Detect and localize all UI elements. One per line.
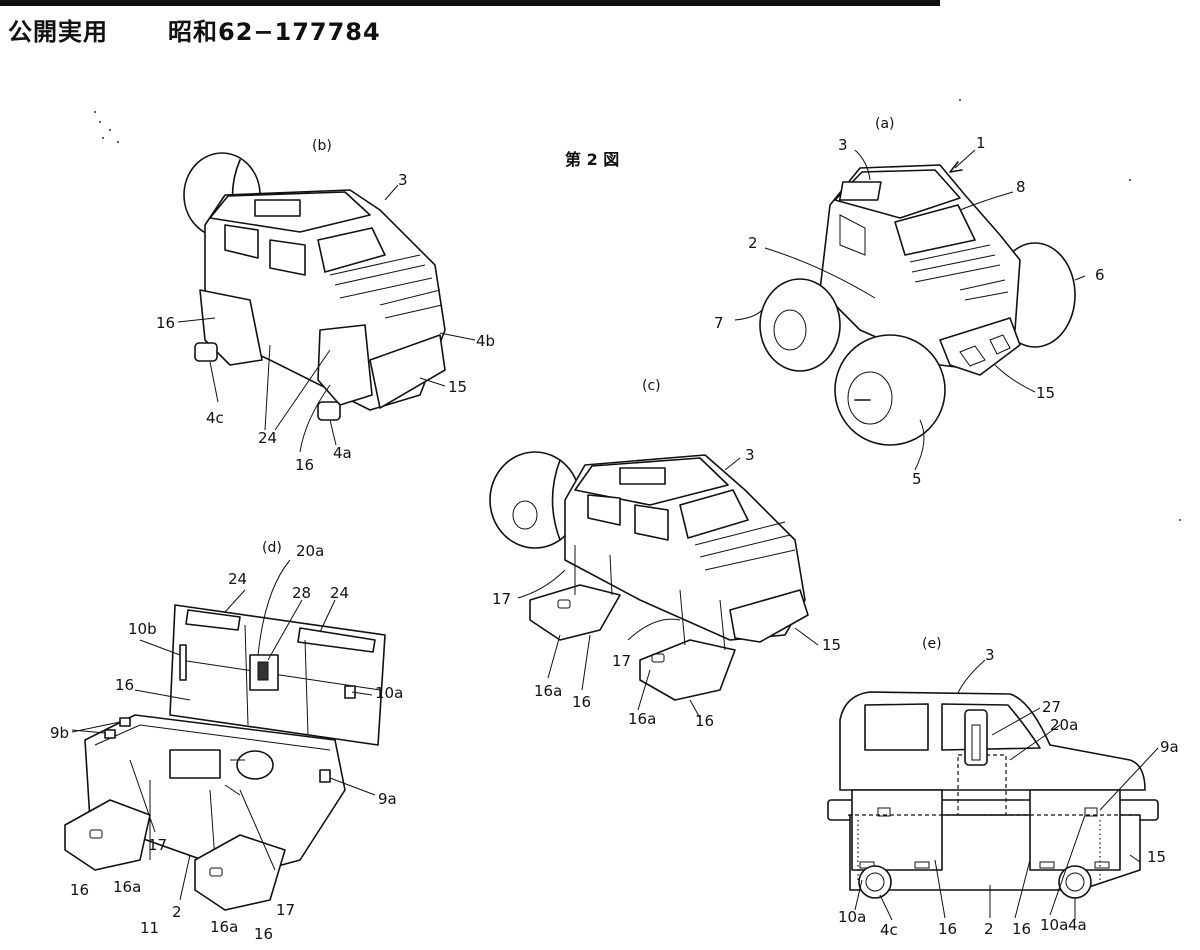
- label-a-6: 6: [1095, 266, 1105, 284]
- panel-e-side-view: [827, 659, 1159, 921]
- label-d-28: 28: [292, 584, 311, 602]
- label-a-1: 1: [976, 134, 986, 152]
- label-c-16-right: 16: [695, 712, 714, 730]
- label-c-17-mid: 17: [612, 652, 631, 670]
- label-d-16a-bottom: 16a: [210, 918, 238, 936]
- label-e-10a-right: 10a: [1040, 916, 1068, 934]
- label-c-15: 15: [822, 636, 841, 654]
- label-c-16-left: 16: [572, 693, 591, 711]
- figure-title: 第 2 図: [565, 150, 619, 169]
- label-c-17-left: 17: [492, 590, 511, 608]
- label-d-10b: 10b: [128, 620, 157, 638]
- label-b-4c: 4c: [206, 409, 224, 427]
- label-a-5: 5: [912, 470, 922, 488]
- label-b-4a: 4a: [333, 444, 352, 462]
- label-d-10a: 10a: [375, 684, 403, 702]
- panel-d-chassis: [64, 559, 386, 911]
- label-b-4b: 4b: [476, 332, 495, 350]
- panel-e-label: (e): [922, 636, 942, 652]
- panel-d-label: (d): [262, 540, 282, 556]
- label-e-2: 2: [984, 920, 994, 938]
- label-d-16-top: 16: [115, 676, 134, 694]
- label-d-17-right: 17: [276, 901, 295, 919]
- label-d-24-left: 24: [228, 570, 247, 588]
- label-d-16-bottom: 16: [254, 925, 273, 943]
- label-a-7: 7: [714, 314, 724, 332]
- label-d-9a: 9a: [378, 790, 397, 808]
- label-d-20a: 20a: [296, 542, 324, 560]
- label-b-16-bottom: 16: [295, 456, 314, 474]
- label-e-20a: 20a: [1050, 716, 1078, 734]
- label-a-3: 3: [838, 136, 848, 154]
- label-b-3: 3: [398, 171, 408, 189]
- label-d-2: 2: [172, 903, 182, 921]
- scan-specks: [94, 99, 1181, 521]
- label-d-16a-left: 16a: [113, 878, 141, 896]
- label-e-9a: 9a: [1160, 738, 1179, 756]
- label-b-16-left: 16: [156, 314, 175, 332]
- label-a-15: 15: [1036, 384, 1055, 402]
- label-e-4a: 4a: [1068, 916, 1087, 934]
- label-b-15: 15: [448, 378, 467, 396]
- panel-a-label: (a): [875, 116, 895, 132]
- label-c-16a-left: 16a: [534, 682, 562, 700]
- label-c-16a-right: 16a: [628, 710, 656, 728]
- label-e-4c: 4c: [880, 921, 898, 939]
- publication-type: 公開実用: [8, 18, 108, 46]
- panel-a-vehicle: [734, 149, 1086, 471]
- panel-c-label: (c): [642, 378, 661, 394]
- label-e-15: 15: [1147, 848, 1166, 866]
- label-d-17-left: 17: [148, 836, 167, 854]
- label-d-11: 11: [140, 919, 159, 937]
- panel-c-vehicle: [489, 451, 819, 719]
- panel-b-vehicle: [177, 152, 476, 453]
- label-c-3: 3: [745, 446, 755, 464]
- publication-number: 昭和62−177784: [168, 18, 381, 46]
- label-d-24-right: 24: [330, 584, 349, 602]
- label-a-8: 8: [1016, 178, 1026, 196]
- label-d-9b: 9b: [50, 724, 69, 742]
- label-b-24: 24: [258, 429, 277, 447]
- label-d-16-left: 16: [70, 881, 89, 899]
- label-e-27: 27: [1042, 698, 1061, 716]
- scan-edge-bar: [0, 0, 940, 6]
- label-e-16-right: 16: [1012, 920, 1031, 938]
- panel-b-label: (b): [312, 138, 332, 154]
- label-a-2: 2: [748, 234, 758, 252]
- label-e-16-left: 16: [938, 920, 957, 938]
- label-e-10a-left: 10a: [838, 908, 866, 926]
- label-e-3: 3: [985, 646, 995, 664]
